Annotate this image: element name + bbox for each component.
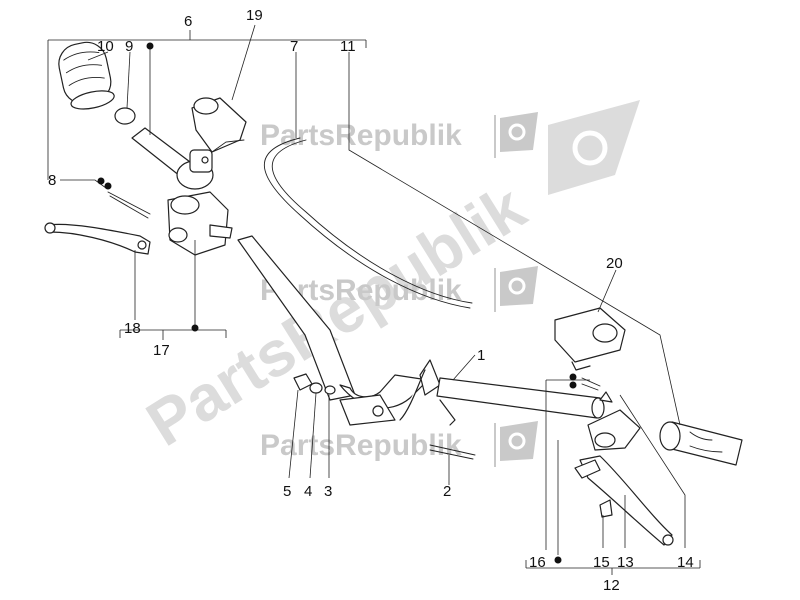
dot-marker (104, 182, 112, 190)
gear-flag-icon (548, 100, 640, 195)
right-switch-housing (554, 307, 626, 371)
throttle-cable (263, 137, 471, 309)
pivot-screw-right (599, 499, 613, 518)
handlebar (237, 235, 605, 426)
leader-lines (47, 24, 701, 575)
dot-marker (569, 373, 577, 381)
right-brake-pump (587, 391, 641, 451)
leader-1 (452, 354, 476, 381)
callout-17: 17 (153, 342, 170, 359)
leader-19 (231, 24, 256, 101)
throttle-grip-assembly (131, 127, 214, 190)
gear-flag-icon (500, 421, 538, 461)
callout-19: 19 (246, 7, 263, 24)
callout-18: 18 (124, 320, 141, 337)
leader-5 (288, 389, 299, 479)
dot-marker (146, 42, 154, 50)
callout-15: 15 (593, 554, 610, 571)
dot-marker (191, 324, 199, 332)
bracket-12 (525, 560, 701, 575)
callout-12: 12 (603, 577, 620, 594)
callout-9: 9 (125, 38, 133, 55)
left-brake-pump (167, 191, 233, 256)
right-brake-lever (574, 455, 674, 546)
leader-10 (87, 51, 109, 61)
gear-icon (508, 432, 526, 450)
callout-8: 8 (48, 172, 56, 189)
dot-marker (569, 381, 577, 389)
pivot-screw (107, 191, 151, 219)
callout-2: 2 (443, 483, 451, 500)
callout-7: 7 (290, 38, 298, 55)
left-switch-housing (191, 97, 247, 153)
spacer-ring (114, 107, 136, 125)
callout-11: 11 (340, 38, 356, 55)
leader-11 (348, 52, 681, 426)
watermark-logo-3 (494, 421, 538, 467)
dot-marker (554, 556, 562, 564)
leader-14 (619, 394, 686, 548)
callout-4: 4 (304, 483, 312, 500)
left-brake-lever (44, 222, 151, 255)
dot-marker (97, 177, 105, 185)
callout-1: 1 (477, 347, 485, 364)
mount-hardware (293, 373, 336, 395)
left-grip (58, 41, 115, 110)
watermark-logo-1 (494, 112, 538, 158)
gear-flag-icon (500, 266, 538, 306)
callout-6: 6 (184, 13, 192, 30)
callout-10: 10 (97, 38, 114, 55)
handlebar-bolt (429, 444, 476, 460)
watermark-logo-2 (494, 266, 538, 312)
switch-screw-right (581, 377, 601, 391)
callout-5: 5 (283, 483, 291, 500)
throttle-cable-outer (271, 139, 473, 304)
dot-markers (97, 42, 577, 564)
right-grip (659, 421, 743, 466)
leader-9 (126, 51, 131, 109)
gear-icon (508, 277, 526, 295)
callout-3: 3 (324, 483, 332, 500)
leader-4 (309, 392, 317, 479)
watermark-big-logo (548, 100, 640, 195)
parts-layer (44, 41, 743, 546)
gear-icon (572, 130, 608, 166)
callout-13: 13 (617, 554, 634, 571)
callout-14: 14 (677, 554, 694, 571)
callout-20: 20 (606, 255, 623, 272)
watermark-row-1: PartsRepublik (260, 119, 462, 152)
gear-flag-icon (500, 112, 538, 152)
bracket-17 (119, 329, 227, 340)
leader-8 (60, 179, 107, 189)
callout-numbers: 6 19 10 9 7 11 8 18 17 20 1 5 4 3 2 16 1… (48, 7, 694, 594)
callout-16: 16 (529, 554, 546, 571)
leader-20 (597, 269, 617, 313)
bracket-6 (47, 30, 367, 48)
gear-icon (508, 123, 526, 141)
